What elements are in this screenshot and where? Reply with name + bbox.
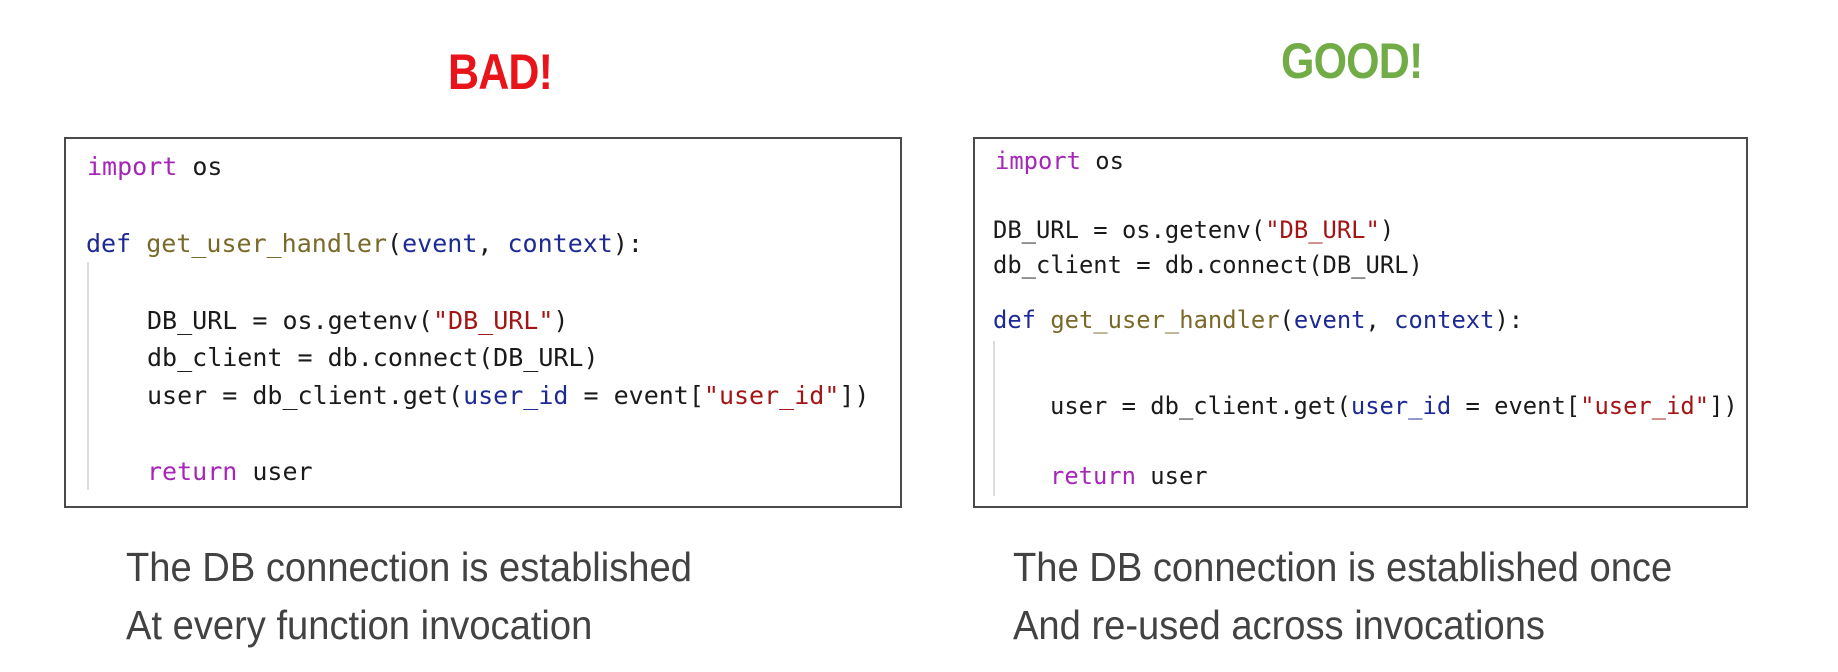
code-line-def: def get_user_handler(event, context): bbox=[86, 231, 643, 256]
param-context: context bbox=[1394, 306, 1495, 334]
good-code-block: import os DB_URL = os.getenv("DB_URL") d… bbox=[973, 137, 1748, 508]
code-line-import: import os bbox=[995, 147, 1124, 175]
return-keyword: return bbox=[147, 457, 238, 486]
param-event: event bbox=[402, 229, 478, 258]
dburl-string: "DB_URL" bbox=[1265, 216, 1380, 244]
function-name: get_user_handler bbox=[146, 229, 388, 258]
good-caption-line-1: The DB connection is established once bbox=[1013, 544, 1673, 590]
def-keyword: def bbox=[993, 306, 1036, 334]
user-assign: user = db_client.get( bbox=[147, 381, 464, 410]
code-line-def: def get_user_handler(event, context): bbox=[993, 306, 1524, 334]
code-line-import: import os bbox=[87, 154, 222, 179]
bad-heading: BAD! bbox=[448, 44, 553, 100]
dburl-close: ) bbox=[553, 306, 569, 335]
code-line-return: return user bbox=[147, 459, 313, 484]
paren-open: ( bbox=[387, 229, 403, 258]
code-line-client: db_client = db.connect(DB_URL) bbox=[147, 343, 599, 372]
code-line-return: return user bbox=[1050, 462, 1208, 490]
param-event: event bbox=[1293, 306, 1366, 334]
dburl-close: ) bbox=[1379, 216, 1395, 244]
dburl-string: "DB_URL" bbox=[432, 306, 554, 335]
return-value: user bbox=[1135, 462, 1208, 490]
good-caption: The DB connection is established once An… bbox=[1013, 538, 1672, 654]
bad-caption-line-1: The DB connection is established bbox=[126, 544, 692, 590]
dburl-assign: DB_URL = os.getenv( bbox=[993, 216, 1266, 244]
user-mid: = event[ bbox=[568, 381, 704, 410]
paren-close: ): bbox=[1494, 306, 1524, 334]
indent-guide bbox=[87, 262, 89, 490]
user-mid: = event[ bbox=[1451, 392, 1581, 420]
import-module: os bbox=[177, 152, 223, 181]
user-string: "user_id" bbox=[703, 381, 840, 410]
dburl-assign: DB_URL = os.getenv( bbox=[147, 306, 433, 335]
user-close: ]) bbox=[839, 381, 870, 410]
user-assign: user = db_client.get( bbox=[1050, 392, 1351, 420]
paren-close: ): bbox=[612, 229, 643, 258]
bad-caption: The DB connection is established At ever… bbox=[126, 538, 692, 654]
param-context: context bbox=[507, 229, 613, 258]
import-module: os bbox=[1080, 147, 1124, 175]
good-heading: GOOD! bbox=[1281, 33, 1423, 89]
code-line-dburl: DB_URL = os.getenv("DB_URL") bbox=[993, 216, 1395, 244]
import-keyword: import bbox=[995, 147, 1081, 175]
import-keyword: import bbox=[87, 152, 178, 181]
code-line-dburl: DB_URL = os.getenv("DB_URL") bbox=[147, 308, 568, 333]
param-separator: , bbox=[1365, 306, 1395, 334]
param-separator: , bbox=[477, 229, 508, 258]
code-line-user: user = db_client.get(user_id = event["us… bbox=[147, 383, 869, 408]
return-value: user bbox=[237, 457, 313, 486]
user-kwarg: user_id bbox=[1350, 392, 1452, 420]
def-keyword: def bbox=[86, 229, 132, 258]
code-line-client: db_client = db.connect(DB_URL) bbox=[993, 251, 1423, 279]
indent-guide bbox=[993, 341, 995, 496]
code-line-user: user = db_client.get(user_id = event["us… bbox=[1050, 392, 1738, 420]
paren-open: ( bbox=[1279, 306, 1294, 334]
user-kwarg: user_id bbox=[463, 381, 569, 410]
user-string: "user_id" bbox=[1580, 392, 1710, 420]
user-close: ]) bbox=[1709, 392, 1738, 420]
bad-code-block: import os def get_user_handler(event, co… bbox=[64, 137, 902, 508]
bad-caption-line-2: At every function invocation bbox=[126, 602, 593, 648]
return-keyword: return bbox=[1050, 462, 1136, 490]
function-name: get_user_handler bbox=[1050, 306, 1280, 334]
good-caption-line-2: And re-used across invocations bbox=[1013, 602, 1545, 648]
